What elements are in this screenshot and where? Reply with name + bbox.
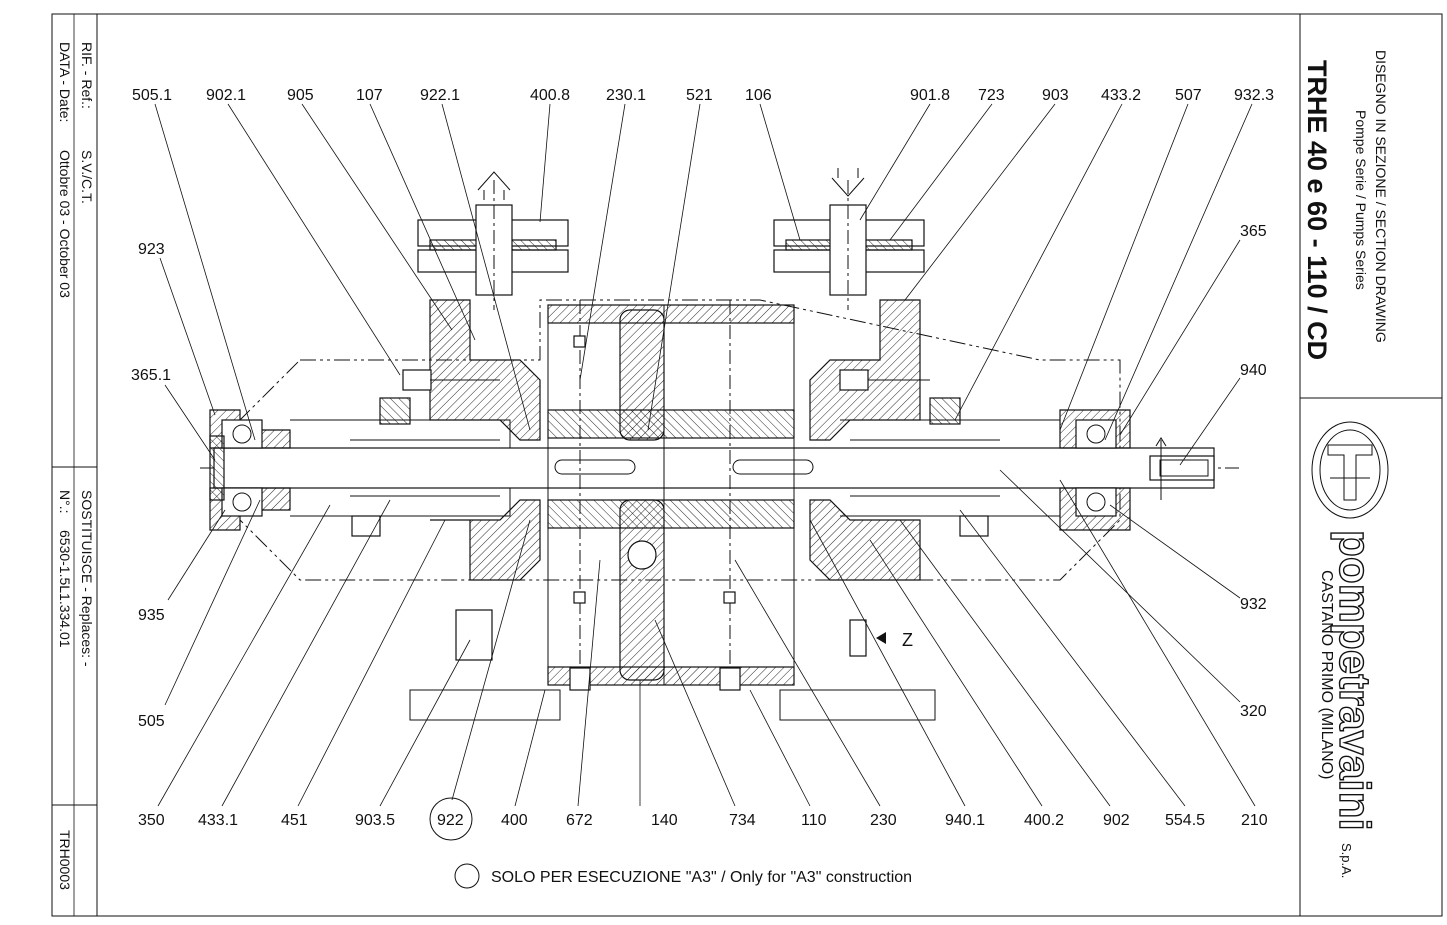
label-554-5: 554.5 [1165, 812, 1205, 829]
label-932: 932 [1240, 596, 1267, 613]
label-672: 672 [566, 812, 593, 829]
number-label: N°.: [57, 490, 73, 514]
drawing-code: TRH0003 [57, 830, 73, 890]
label-901-8: 901.8 [910, 87, 950, 104]
label-433-2: 433.2 [1101, 87, 1141, 104]
label-723: 723 [978, 87, 1005, 104]
label-902-1: 902.1 [206, 87, 246, 104]
label-107: 107 [356, 87, 383, 104]
pump-section: Z [200, 168, 1240, 721]
labels-top: 505.1 902.1 905 107 922.1 400.8 230.1 52… [132, 87, 1274, 104]
label-210: 210 [1241, 812, 1268, 829]
frame [51, 13, 1443, 917]
replaces-label: SOSTITUISCE - Replaces: - [79, 490, 95, 667]
doc-type: DISEGNO IN SEZIONE / SECTION DRAWING [1373, 50, 1389, 343]
label-400-8: 400.8 [530, 87, 570, 104]
label-451: 451 [281, 812, 308, 829]
label-903-5: 903.5 [355, 812, 395, 829]
label-433-1: 433.1 [198, 812, 238, 829]
note-text: SOLO PER ESECUZIONE "A3" / Only for "A3"… [491, 869, 912, 886]
label-902: 902 [1103, 812, 1130, 829]
label-903: 903 [1042, 87, 1069, 104]
model: TRHE 40 e 60 - 110 / CD [1302, 60, 1332, 360]
a3-note: SOLO PER ESECUZIONE "A3" / Only for "A3"… [454, 863, 912, 889]
label-230-1: 230.1 [606, 87, 646, 104]
series: Pompe Serie / Pumps Series [1353, 110, 1369, 290]
label-350: 350 [138, 812, 165, 829]
location: CASTANO PRIMO (MILANO) [1318, 570, 1335, 780]
label-940-1: 940.1 [945, 812, 985, 829]
ref-label: RIF. - Ref.: [79, 42, 95, 109]
company-suffix: S.p.A. [1339, 843, 1354, 878]
labels-right: 365 940 932 320 [1240, 223, 1267, 720]
label-922-1: 922.1 [420, 87, 460, 104]
side-block: RIF. - Ref.: S.V./C.T. DATA - Date: Otto… [57, 42, 95, 890]
a3-circle-922 [429, 797, 473, 841]
labels-left: 923 365.1 935 505 [131, 241, 171, 730]
label-932-3: 932.3 [1234, 87, 1274, 104]
label-110: 110 [801, 812, 827, 829]
note-circle-symbol [454, 863, 480, 889]
title-block: DISEGNO IN SEZIONE / SECTION DRAWING Pom… [1302, 50, 1389, 878]
discharge-flange [773, 168, 925, 310]
suction-flange [417, 171, 569, 310]
company-name: pompetravaini [1330, 530, 1379, 831]
label-106: 106 [745, 87, 772, 104]
company-logo [1311, 421, 1389, 519]
number-value: 6530-1.5L1.334.01 [57, 530, 73, 648]
ref-value: S.V./C.T. [79, 150, 95, 204]
label-140: 140 [651, 812, 678, 829]
date-value: Ottobre 03 - October 03 [57, 150, 73, 298]
label-400-2: 400.2 [1024, 812, 1064, 829]
label-507: 507 [1175, 87, 1202, 104]
label-505-1: 505.1 [132, 87, 172, 104]
label-734: 734 [729, 812, 756, 829]
date-label: DATA - Date: [57, 42, 73, 122]
label-935: 935 [138, 607, 165, 624]
label-230: 230 [870, 812, 897, 829]
label-320: 320 [1240, 703, 1267, 720]
label-505: 505 [138, 713, 165, 730]
leader-lines [154, 103, 1256, 807]
labels-bottom: 350 433.1 451 903.5 922 400 672 140 734 … [138, 797, 1268, 841]
label-365: 365 [1240, 223, 1267, 240]
label-400: 400 [501, 812, 528, 829]
label-521: 521 [686, 87, 713, 104]
view-marker: Z [902, 630, 913, 650]
label-365-1: 365.1 [131, 367, 171, 384]
label-940: 940 [1240, 362, 1267, 379]
label-923: 923 [138, 241, 165, 258]
label-922: 922 [437, 812, 464, 829]
label-905: 905 [287, 87, 314, 104]
